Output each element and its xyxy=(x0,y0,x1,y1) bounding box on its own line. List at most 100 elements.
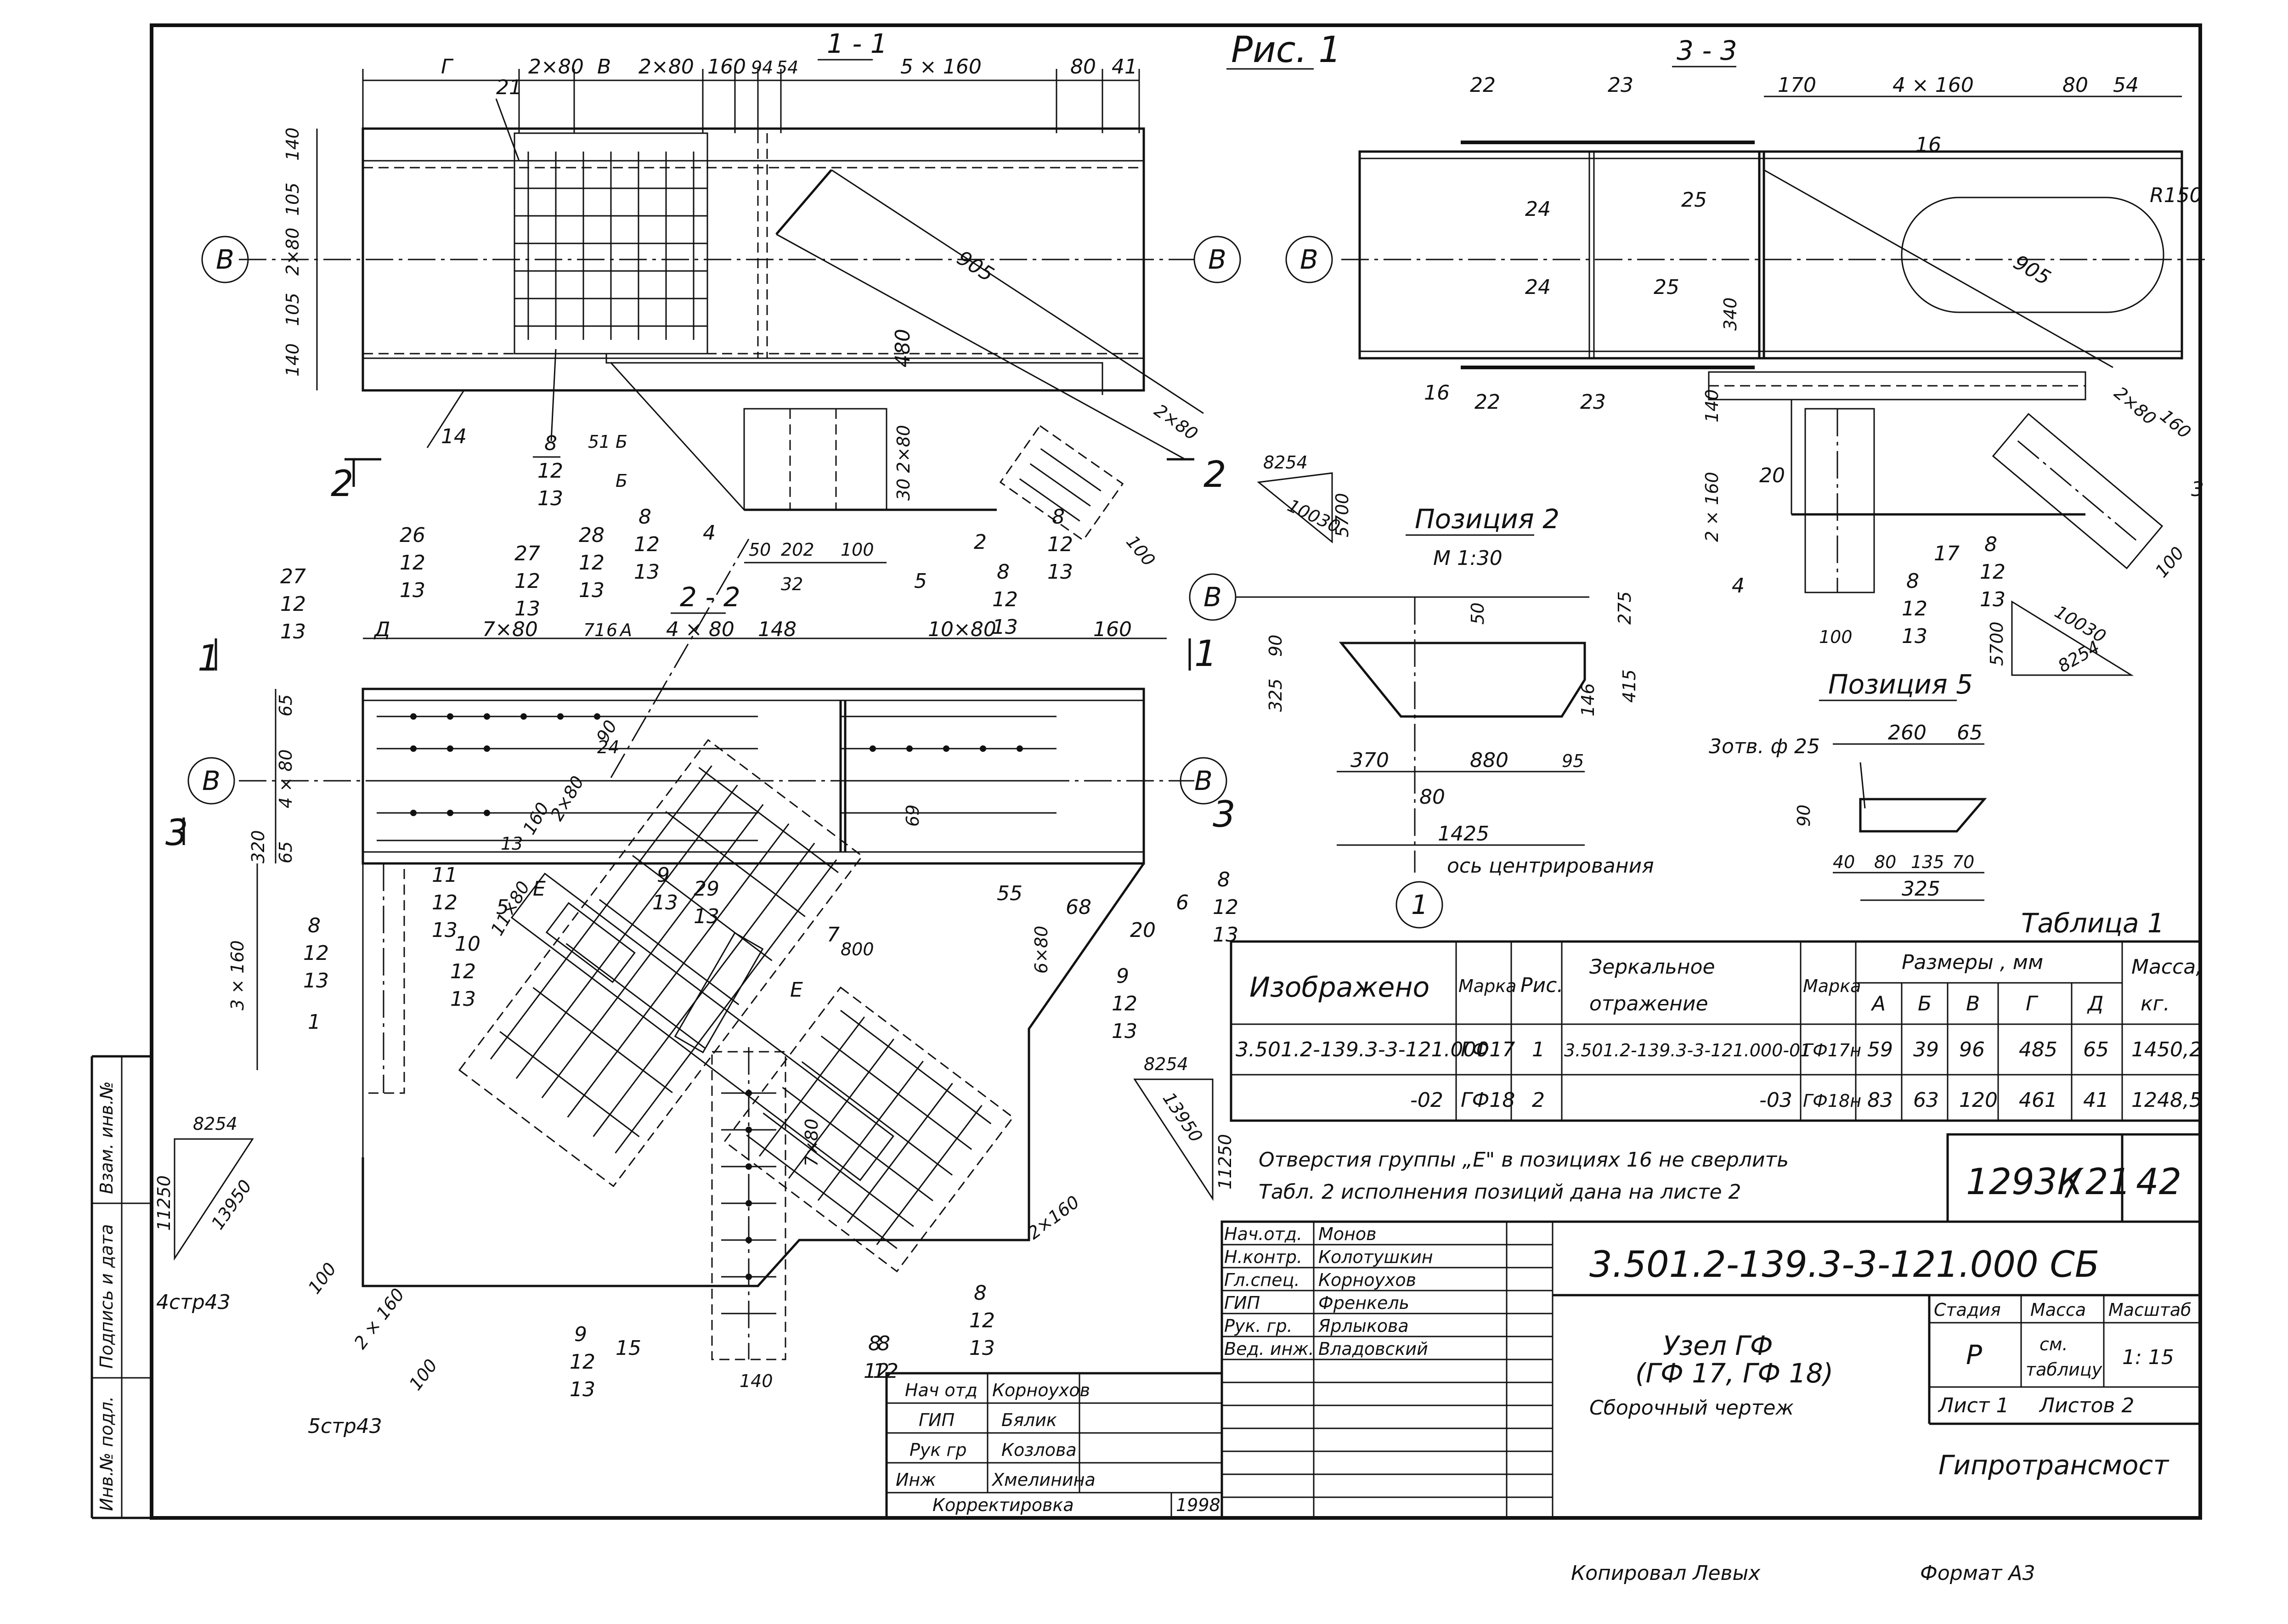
svg-text:Р: Р xyxy=(1966,1339,1982,1370)
svg-text:905: 905 xyxy=(2010,250,2055,290)
dim-top-7: 5 × 160 xyxy=(900,55,982,79)
svg-text:10030: 10030 xyxy=(2051,602,2110,647)
notes: Отверстия группы „Е" в позициях 16 не св… xyxy=(1259,1148,1789,1204)
dim-480: 480 xyxy=(891,329,915,367)
archive-number-box: 1293К / 21 42 xyxy=(1946,1133,2202,1223)
svg-text:55: 55 xyxy=(997,882,1023,905)
footer-copied: Копировал Левых xyxy=(1571,1562,1761,1585)
svg-text:8254: 8254 xyxy=(1263,452,1308,473)
svg-text:13: 13 xyxy=(1980,588,2006,611)
svg-text:2: 2 xyxy=(1532,1088,1545,1112)
svg-text:13: 13 xyxy=(570,1378,595,1401)
view-section-1-1: 1 - 1 Рис. 1 Г 2×80 В 2×80 160 94 54 5 ×… xyxy=(201,28,1352,594)
svg-text:13: 13 xyxy=(694,905,719,928)
svg-text:148: 148 xyxy=(758,618,797,641)
svg-text:3.501.2-139.3-3-121.000-01: 3.501.2-139.3-3-121.000-01 xyxy=(1564,1040,1811,1060)
svg-text:25: 25 xyxy=(1654,276,1679,299)
svg-text:9: 9 xyxy=(657,863,670,887)
svg-text:13: 13 xyxy=(432,919,458,942)
svg-text:63: 63 xyxy=(1913,1088,1939,1112)
svg-text:13: 13 xyxy=(634,560,660,584)
svg-text:Е: Е xyxy=(533,877,546,901)
svg-text:Марка: Марка xyxy=(1458,976,1516,996)
dim-32: 32 xyxy=(781,574,803,594)
svg-text:Масштаб: Масштаб xyxy=(2108,1300,2192,1320)
bolt-dots xyxy=(410,713,1023,1280)
svg-text:80: 80 xyxy=(2062,73,2088,97)
svg-text:15: 15 xyxy=(616,1336,641,1360)
svg-text:В: В xyxy=(1300,244,1318,275)
svg-text:13: 13 xyxy=(969,1336,995,1360)
svg-text:120: 120 xyxy=(1959,1088,1998,1112)
svg-text:-02: -02 xyxy=(1410,1088,1443,1112)
svg-text:370: 370 xyxy=(1350,749,1389,772)
svg-text:40: 40 xyxy=(1833,852,1855,872)
svg-text:13950: 13950 xyxy=(207,1176,255,1233)
bolt-grid-2-2 xyxy=(377,716,1056,841)
svg-text:8: 8 xyxy=(997,560,1010,584)
svg-text:А: А xyxy=(1870,992,1886,1015)
svg-text:65: 65 xyxy=(2083,1038,2109,1061)
svg-text:В: В xyxy=(1203,581,1222,613)
svg-text:12: 12 xyxy=(992,588,1018,611)
dim-top-5: 94 xyxy=(751,57,773,78)
svg-text:2×160: 2×160 xyxy=(1024,1192,1083,1244)
svg-text:25: 25 xyxy=(1681,188,1707,212)
side-strip: Инв.№ подл. Подпись и дата Взам. инв.№ xyxy=(90,1055,152,1519)
svg-text:12: 12 xyxy=(1902,597,1927,620)
table-row: -02 ГФ18 2 -03 ГФ18н 83 63 120 461 41 12… xyxy=(1410,1088,2202,1112)
svg-text:100: 100 xyxy=(1819,627,1853,647)
svg-text:4стр43: 4стр43 xyxy=(156,1291,231,1314)
svg-text:24: 24 xyxy=(1525,276,1551,299)
slope-triangle-2: 8254 13950 11250 xyxy=(154,1114,256,1261)
dim-top-4: 160 xyxy=(707,55,746,79)
svg-text:65: 65 xyxy=(276,841,296,863)
dim-b: Б xyxy=(616,432,627,452)
section-2-right: 2 xyxy=(1203,454,1226,496)
svg-text:325: 325 xyxy=(1265,678,1286,712)
svg-text:5: 5 xyxy=(496,896,509,919)
svg-text:12: 12 xyxy=(450,960,476,983)
correction-block: Нач отд Корноухов ГИП Бялик Рук гр Козло… xyxy=(864,1332,1223,1519)
svg-text:Бялик: Бялик xyxy=(1001,1410,1057,1430)
svg-text:12: 12 xyxy=(1980,560,2006,584)
slope-triangle-3: 8254 13950 11250 xyxy=(1133,1054,1235,1201)
svg-text:11: 11 xyxy=(432,863,458,887)
svg-text:Монов: Монов xyxy=(1318,1224,1377,1244)
marker-2: 2 xyxy=(974,530,987,554)
svg-text:отражение: отражение xyxy=(1589,992,1708,1015)
svg-text:12: 12 xyxy=(969,1309,995,1332)
svg-text:Позиция 2: Позиция 2 xyxy=(1415,503,1559,535)
svg-text:12: 12 xyxy=(400,551,425,575)
svg-text:Лист 1: Лист 1 xyxy=(1938,1394,2009,1417)
svg-text:90: 90 xyxy=(1794,805,1814,827)
svg-text:16: 16 xyxy=(1915,133,1941,157)
table-row: 3.501.2-139.3-3-121.000 ГФ17 1 3.501.2-1… xyxy=(1236,1038,2202,1061)
svg-text:5: 5 xyxy=(914,570,927,593)
svg-text:8: 8 xyxy=(308,914,321,937)
dim-202: 202 xyxy=(781,540,814,560)
svg-text:Рис.: Рис. xyxy=(1520,974,1563,997)
svg-text:90: 90 xyxy=(1265,635,1286,657)
svg-text:28: 28 xyxy=(579,524,604,547)
svg-text:485: 485 xyxy=(2019,1038,2057,1061)
side-replace-inv: Взам. инв.№ xyxy=(96,1081,117,1194)
dim-left-4: 140 xyxy=(282,343,303,377)
svg-text:69: 69 xyxy=(903,805,923,827)
svg-text:12: 12 xyxy=(570,1350,595,1374)
dim-top-8: 80 xyxy=(1070,55,1096,79)
svg-text:Нач отд: Нач отд xyxy=(905,1380,977,1400)
svg-text:ГФ18н: ГФ18н xyxy=(1803,1091,1861,1111)
svg-text:Рук гр: Рук гр xyxy=(910,1440,967,1460)
svg-text:22: 22 xyxy=(1470,73,1496,97)
svg-text:100: 100 xyxy=(2151,543,2188,581)
dim-left-3: 105 xyxy=(282,293,303,326)
svg-text:24: 24 xyxy=(1525,197,1551,221)
slope-triangle-1: 8254 10030 5700 xyxy=(1257,452,1352,544)
svg-text:22: 22 xyxy=(1474,390,1500,414)
svg-text:24: 24 xyxy=(597,737,619,757)
svg-text:16: 16 xyxy=(1424,381,1450,405)
svg-text:Изображено: Изображено xyxy=(1249,971,1429,1004)
svg-text:ГИП: ГИП xyxy=(1224,1293,1260,1313)
